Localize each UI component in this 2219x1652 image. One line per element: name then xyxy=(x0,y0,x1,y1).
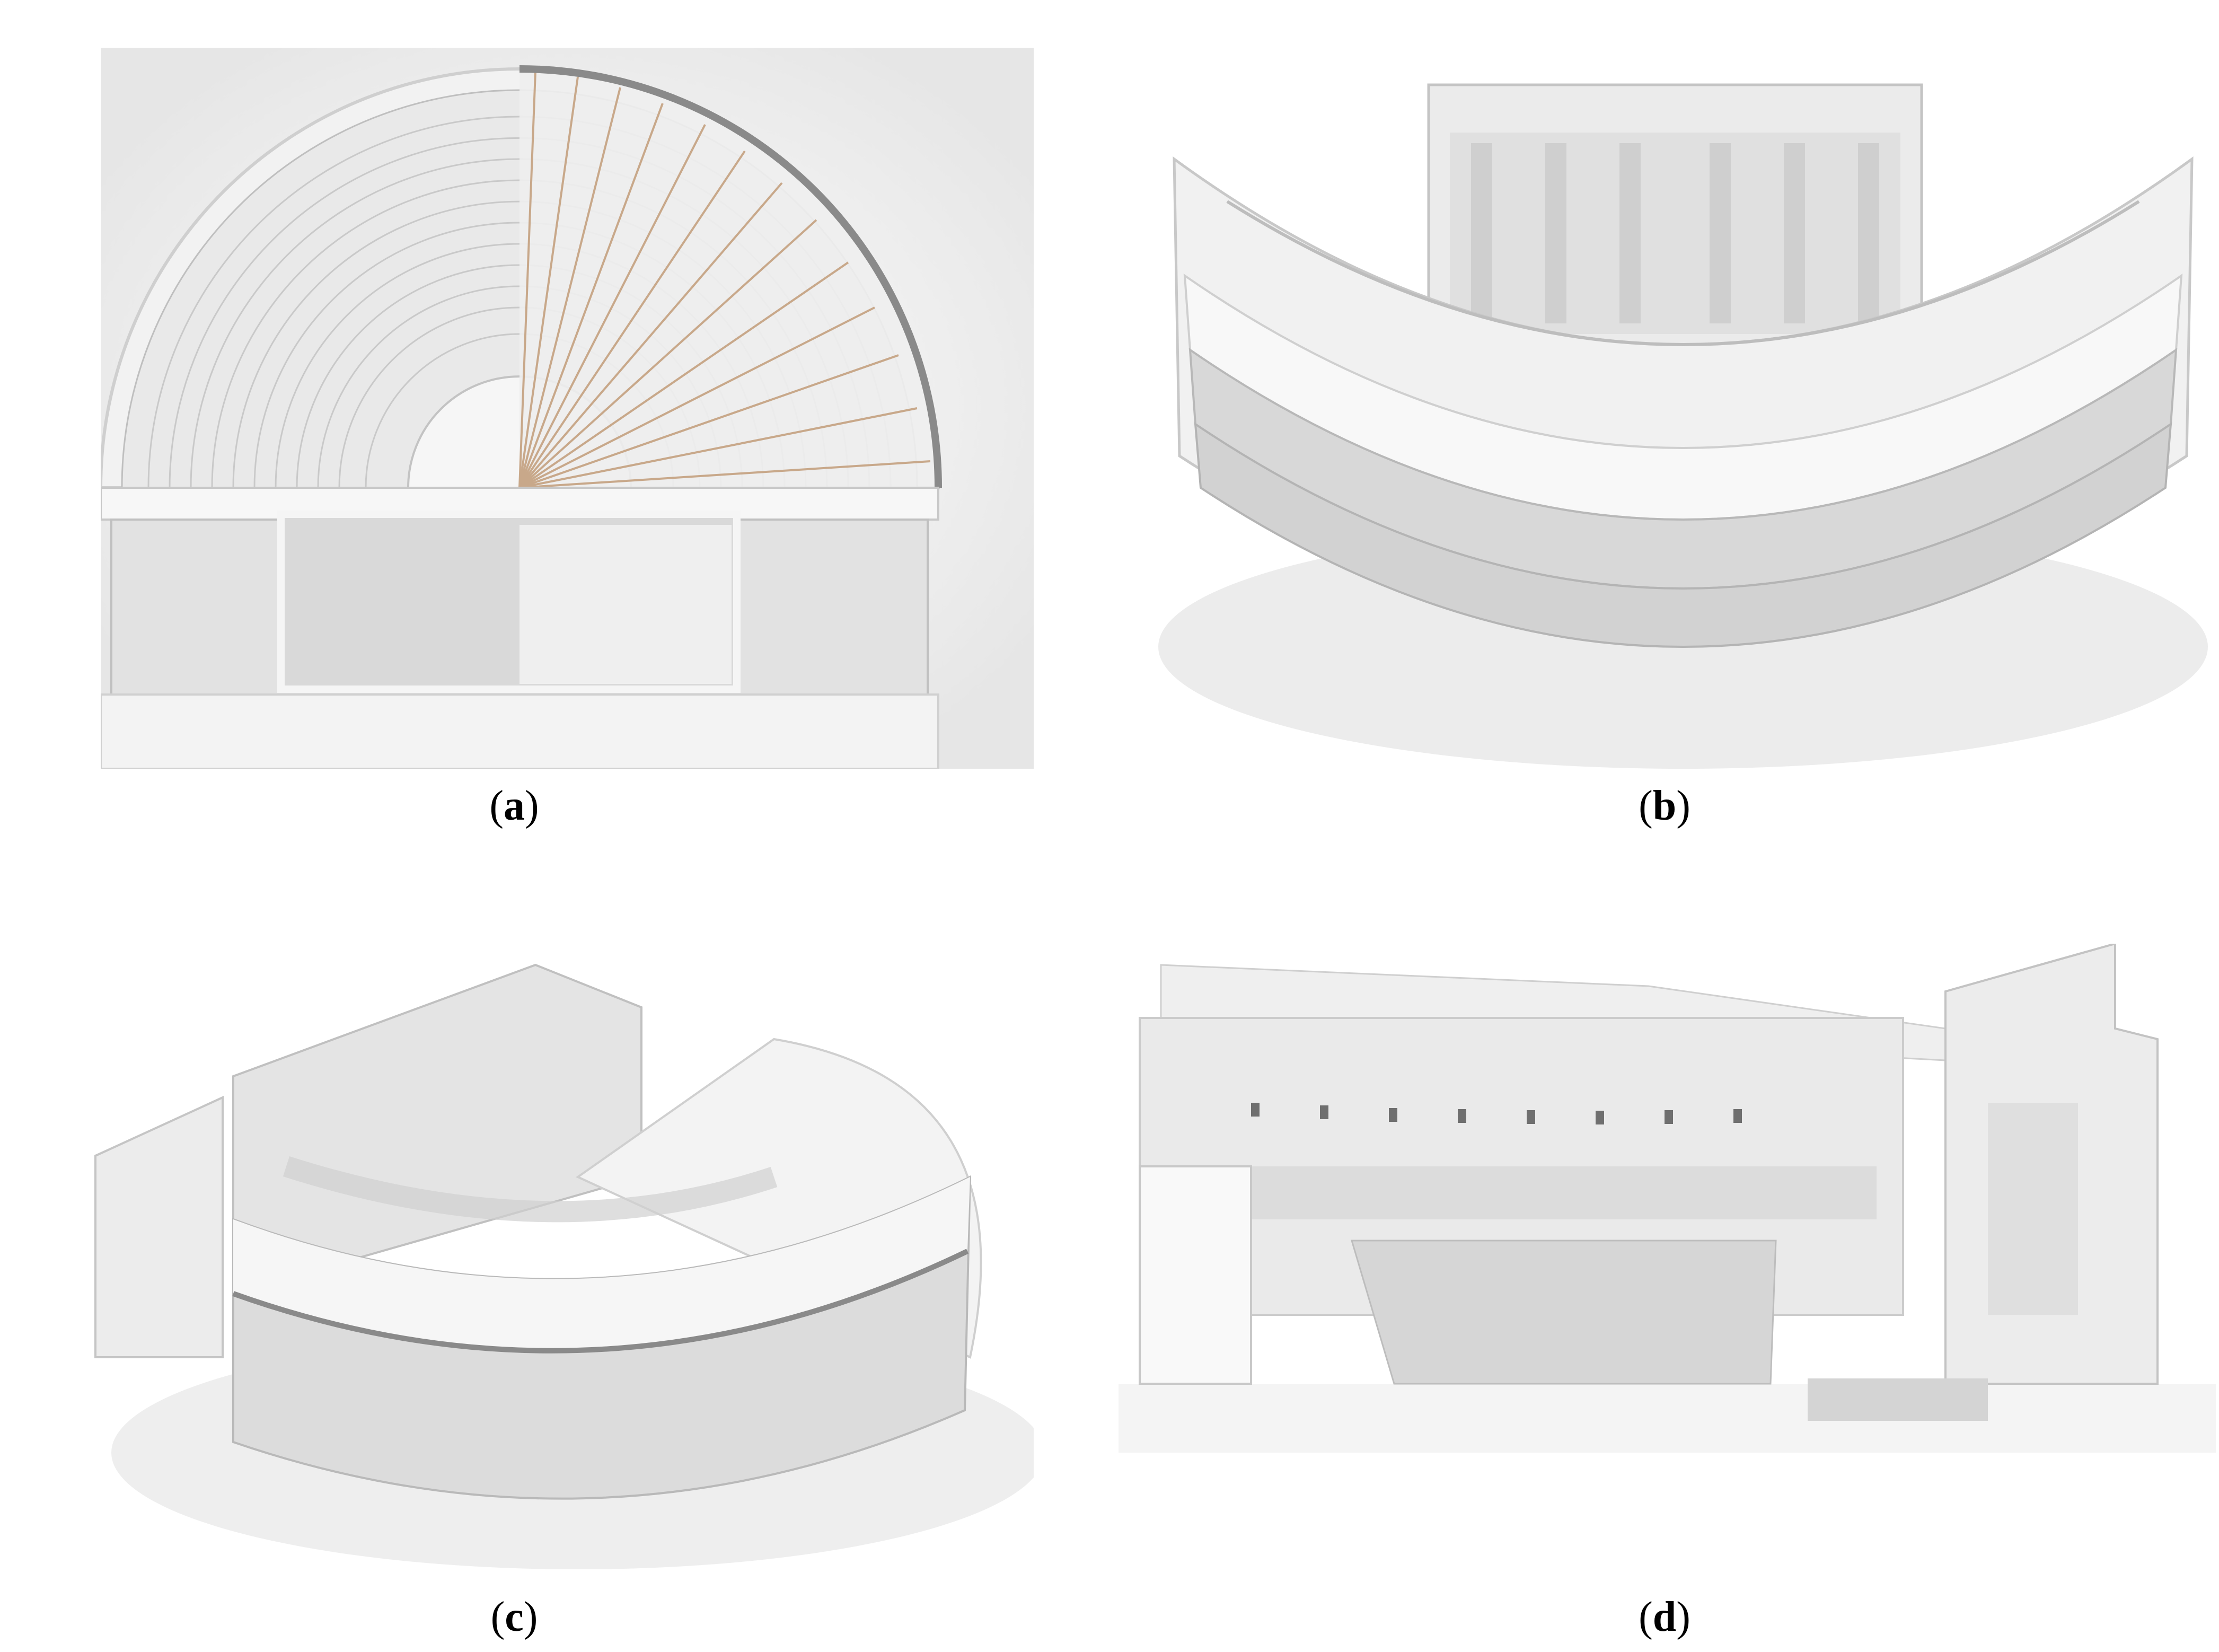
ground xyxy=(1119,1384,2216,1453)
velum-ropes xyxy=(518,71,931,489)
upper-seating xyxy=(1219,1166,1877,1219)
side-wing xyxy=(94,1095,224,1358)
panel-c-axonometric-view xyxy=(74,880,1034,1580)
arcade-lower xyxy=(1194,422,2172,648)
attic-band xyxy=(233,1177,970,1351)
cavea-inner-edge xyxy=(1226,200,2140,346)
panel-a-plan-view xyxy=(101,48,1034,769)
caption-b: (b) xyxy=(1639,783,1690,829)
panel-b-aerial-view xyxy=(1153,53,2211,774)
velarium-outer-ring xyxy=(519,65,942,488)
scaenae-frons-section xyxy=(1988,1103,2078,1315)
cornice xyxy=(232,1249,969,1354)
axonometric-view-render xyxy=(74,880,1034,1580)
aerial-view-render xyxy=(1153,53,2211,774)
lower-seating xyxy=(1350,1240,1777,1385)
base-slab xyxy=(101,693,939,769)
frons-columns xyxy=(1471,143,1879,323)
plan-view-render xyxy=(101,48,1034,769)
wall-windows xyxy=(1251,1103,1742,1124)
frons-niches xyxy=(1450,133,1900,334)
caption-c: (c) xyxy=(490,1594,538,1640)
caption-a: (a) xyxy=(489,783,539,829)
caption-d: (d) xyxy=(1639,1594,1690,1640)
panel-d-section-view xyxy=(1119,944,2216,1453)
stage-cover xyxy=(519,525,732,684)
section-cut-left xyxy=(1139,1165,1252,1385)
velarium-front xyxy=(283,1156,778,1223)
velarium xyxy=(519,69,938,488)
section-view-render xyxy=(1119,944,2216,1453)
stage-basement xyxy=(1808,1378,1988,1421)
